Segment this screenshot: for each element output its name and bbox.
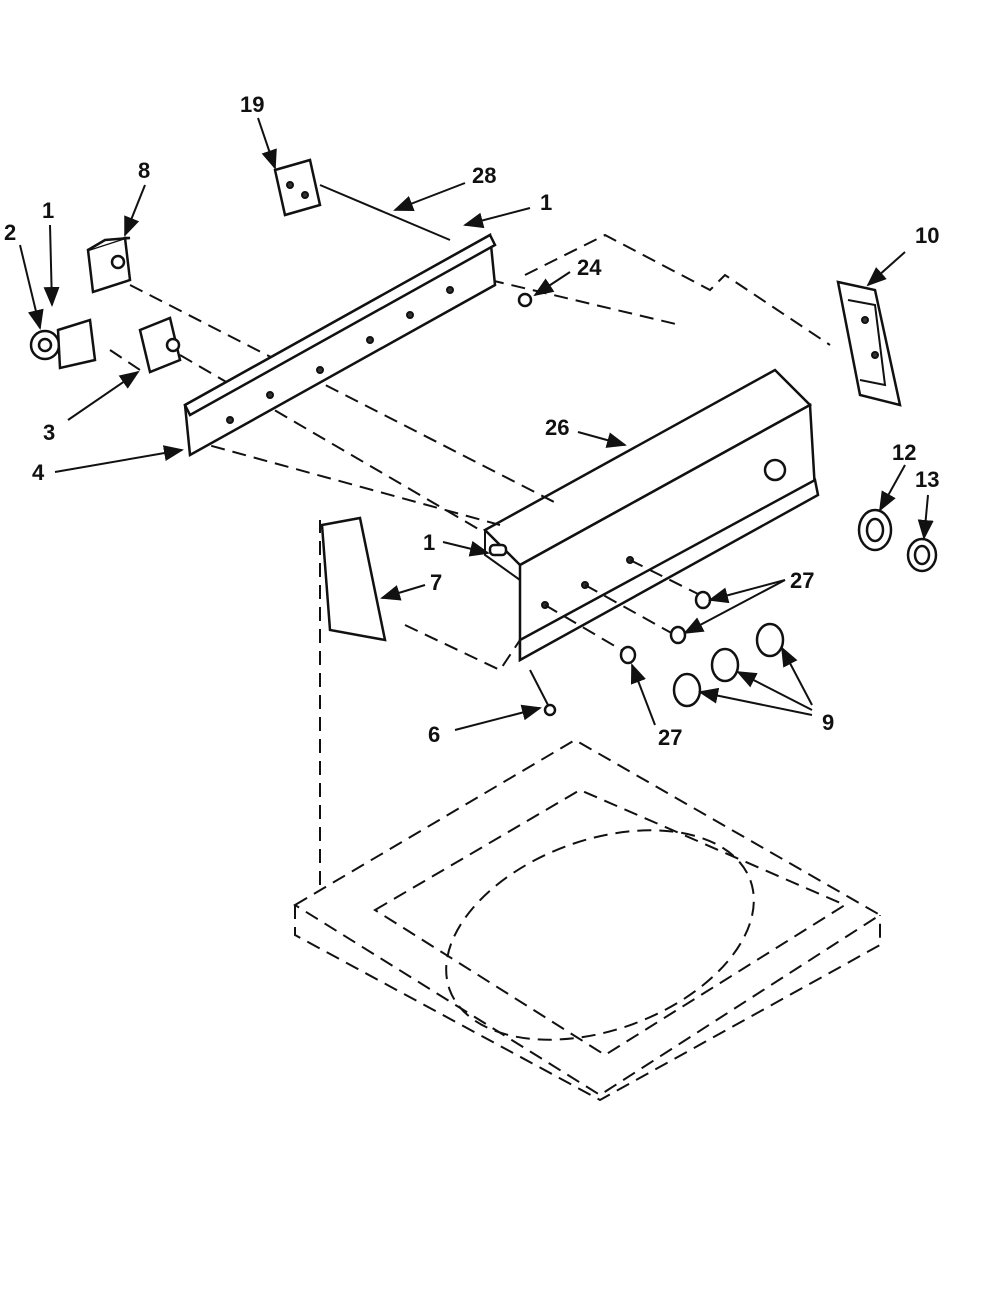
mounting-bracket: [273, 158, 451, 241]
switch: [138, 316, 182, 374]
console-bracket: [183, 232, 497, 458]
switch: [86, 236, 132, 294]
knob-bezel: [857, 508, 893, 552]
timer: [29, 318, 97, 370]
leader-lines: [19, 117, 934, 731]
callout-24: 24: [577, 255, 602, 280]
callout-1: 1: [423, 530, 435, 555]
end-cap: [836, 280, 902, 407]
callout-1: 1: [540, 190, 552, 215]
callout-12: 12: [892, 440, 916, 465]
callout-27: 27: [658, 725, 682, 750]
callout-9: 9: [822, 710, 834, 735]
callout-26: 26: [545, 415, 569, 440]
callout-13: 13: [915, 467, 939, 492]
screw: [517, 292, 533, 308]
callout-6: 6: [428, 722, 440, 747]
knob: [906, 537, 938, 573]
callout-8: 8: [138, 158, 150, 183]
callout-28: 28: [472, 163, 496, 188]
callout-3: 3: [43, 420, 55, 445]
cabinet-top-outline: [293, 520, 882, 1102]
side-trim-panel: [320, 516, 387, 642]
control-panel: [482, 368, 820, 663]
callout-7: 7: [430, 570, 442, 595]
control-knobs: [672, 622, 785, 708]
callout-10: 10: [915, 223, 939, 248]
callout-1: 1: [42, 198, 54, 223]
callout-labels: 19 28 1 8 1 2 24 10 3 4 26 12 13 1 7 27 …: [4, 92, 939, 750]
callout-2: 2: [4, 220, 16, 245]
spacers: [619, 590, 712, 665]
screw: [529, 669, 557, 717]
callout-4: 4: [32, 460, 45, 485]
callout-19: 19: [240, 92, 264, 117]
callout-27: 27: [790, 568, 814, 593]
